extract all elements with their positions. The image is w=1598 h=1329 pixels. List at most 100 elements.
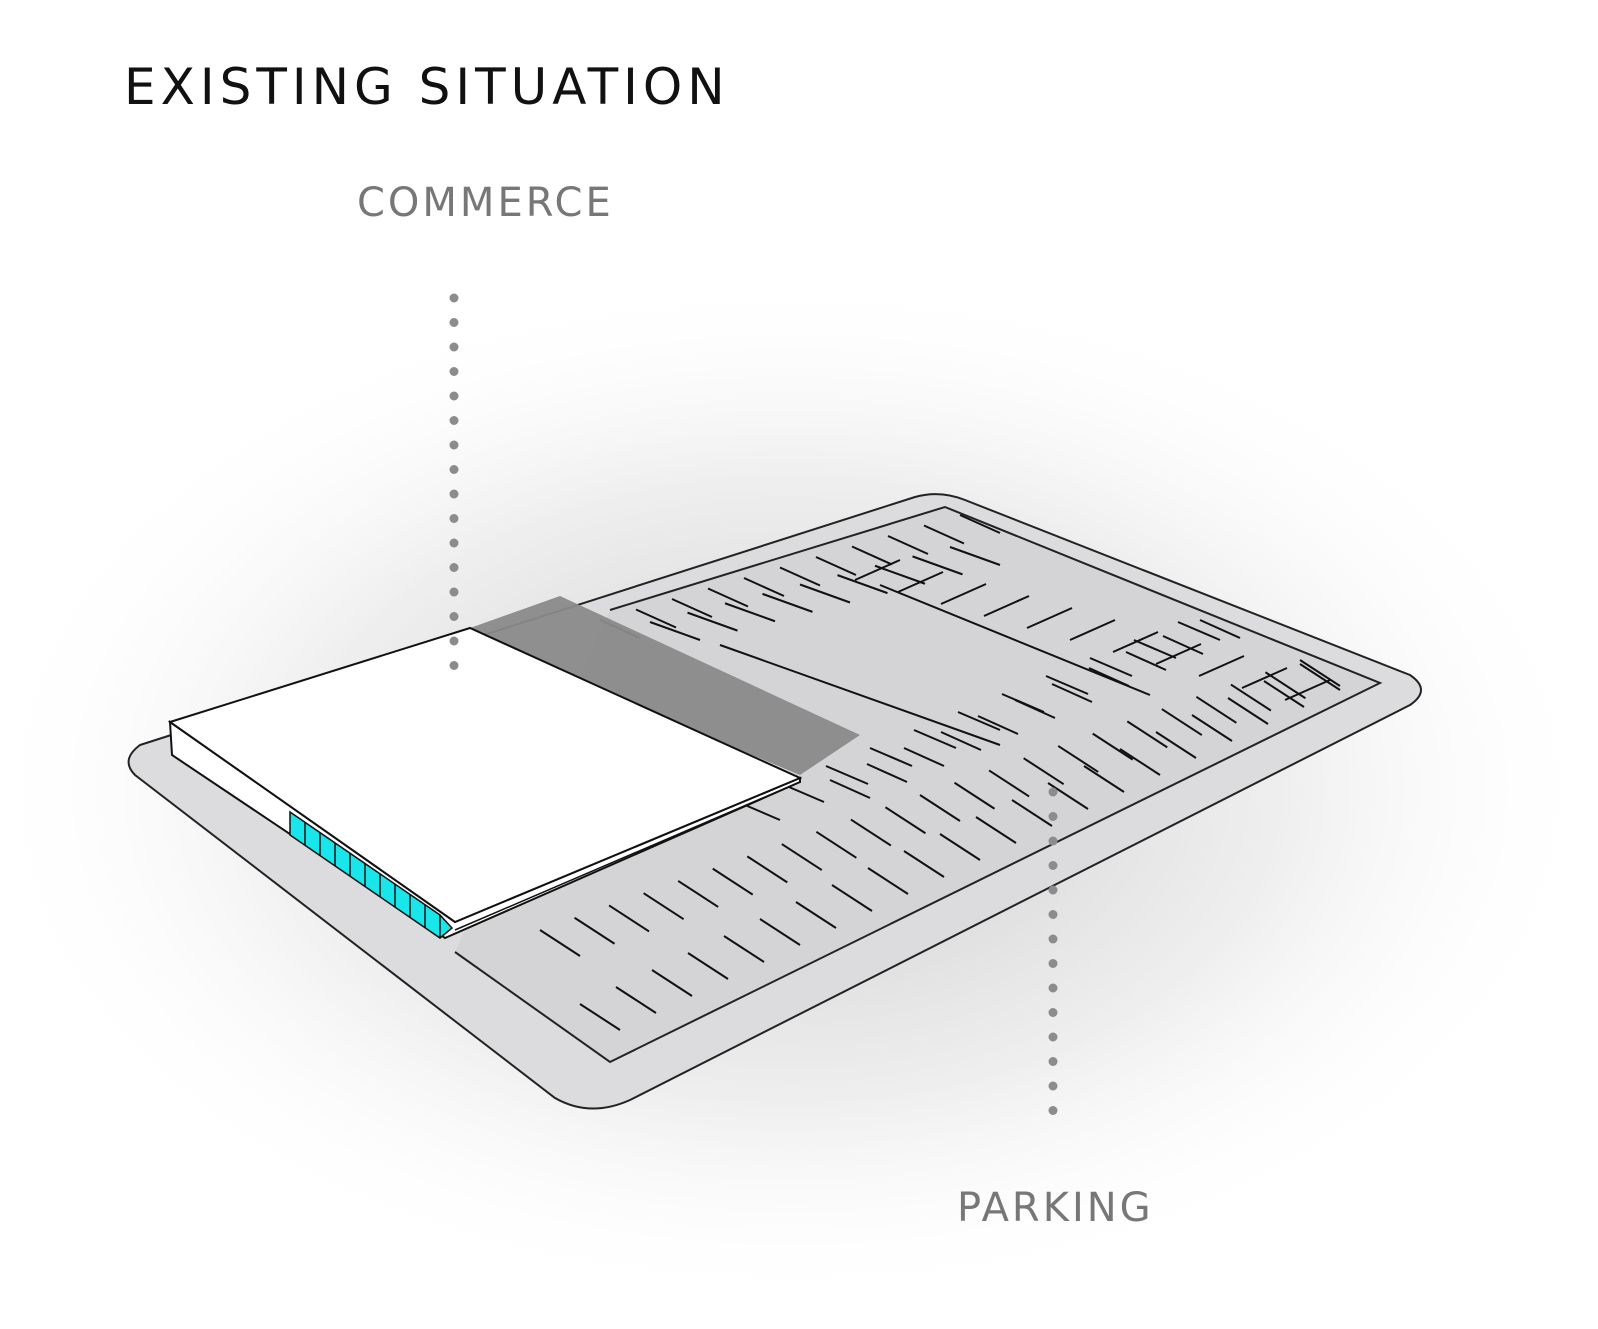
parking-leader-dot [1048,959,1058,968]
stall-line [1045,675,1089,695]
stall-line [1195,695,1237,724]
parking-leader-dot [1048,787,1058,797]
stall-line [677,880,719,908]
parking-leader-dot [1048,1081,1058,1091]
stall-line [1014,699,1056,719]
stall-line [1199,619,1241,639]
stall-line [850,818,892,847]
stall-line [887,535,929,555]
stall-line [759,918,801,946]
stall-line [615,986,657,1014]
stall-line [1125,651,1167,671]
stall-line [1177,621,1221,641]
leader-lines [449,293,1058,1115]
stall-line [1119,748,1161,776]
commerce-leader-dot [449,465,459,474]
commerce-leader-dot [449,318,459,327]
stall-line [983,595,1030,617]
stall-line [975,816,1017,844]
stall-line [1026,607,1073,629]
stall-line [939,833,981,861]
stall-line [1161,708,1203,736]
stall-line [743,577,785,597]
stall-line [651,969,693,997]
stall-line [1112,631,1159,653]
aisle-line [719,644,1001,746]
parking-leader-dot [1048,910,1058,919]
stall-line [825,765,869,785]
stall-line [1230,683,1272,712]
stall-line [988,769,1030,798]
storefront-glazing [289,810,454,939]
stall-line [649,621,701,641]
stall-line [539,929,581,957]
parking-leader-dot [1048,983,1058,993]
stall-line [957,711,1001,731]
stall-line [1263,680,1305,708]
stall-line [1126,720,1168,749]
stall-line [837,574,888,595]
stall-line [687,952,729,980]
stall-line [940,731,982,751]
stall-line [815,556,857,576]
stall-line [829,779,871,799]
stall-line [1299,659,1341,687]
commerce-leader-dot [449,440,459,450]
stall-line [903,850,945,878]
commerce-leader-dot [449,636,459,646]
commerce-leader-dot [449,342,459,352]
commerce-leader-dot [449,563,459,572]
parking-leader-dot [1048,1032,1058,1042]
stall-line [1198,655,1245,677]
commerce-leader-dot [449,661,459,670]
stall-line [949,546,1001,566]
stall-line [854,559,901,581]
stall-line [913,729,957,749]
stall-line [874,564,926,585]
stall-line [919,794,961,822]
stall-line [643,892,685,921]
stall-line [923,524,965,545]
commerce-leader-dot [449,612,459,621]
stall-line [940,583,987,605]
stall-line [1299,663,1341,691]
stall-line [815,830,857,859]
parking-leader-dot [1048,1008,1058,1017]
stall-line [746,855,788,884]
stall-line [724,602,776,623]
stall-line [867,867,909,895]
parking-leader-dot [1048,836,1058,846]
stall-line [884,806,926,835]
stall-line [831,884,873,912]
stall-line [912,555,963,576]
stall-line [1069,619,1116,641]
parking-leader-dot [1048,861,1058,870]
stall-line [1241,667,1288,689]
stall-line [1155,643,1202,665]
commerce-leader-dot [449,514,459,523]
commerce-leader-dot [449,293,459,303]
aisle-line [879,584,1151,696]
stall-line [1155,731,1197,759]
commerce-leader-dot [449,538,459,548]
parking-stalls [539,514,1341,1031]
commerce-leader-dot [449,367,459,376]
stall-line [851,545,893,566]
stall-line [1227,697,1269,725]
parking-leader-dot [1048,885,1058,895]
stall-line [687,611,738,632]
stall-line [1133,639,1177,659]
stall-line [779,566,821,587]
parking-leader-dot [1048,934,1058,944]
stall-line [579,1003,621,1031]
stall-line [762,592,813,613]
commerce-leader-dot [449,587,459,597]
commerce-label: COMMERCE [357,180,614,226]
stall-line [1083,765,1125,793]
stall-line [799,583,851,604]
parking-leader-dot [1048,812,1058,821]
stall-line [795,901,837,929]
commerce-leader-dot [449,391,459,401]
stall-line [635,608,677,629]
stall-line [869,747,913,767]
